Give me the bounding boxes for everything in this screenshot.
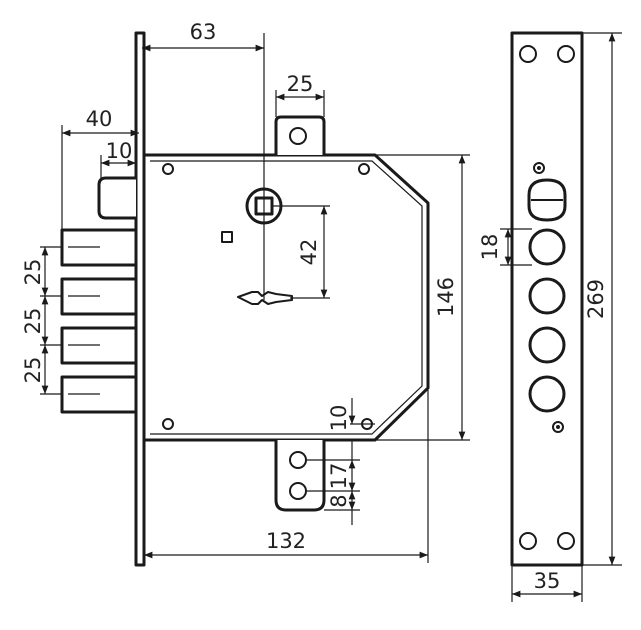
strike-hole-top-right [557, 45, 575, 63]
body-hole-top-left [162, 163, 174, 175]
bottom-lug-hole-lower [289, 482, 307, 500]
strike-hole-bottom-left [519, 532, 537, 550]
strike-hole-bottom-right [557, 532, 575, 550]
latch-bolt [97, 176, 136, 220]
dim-63: 63 [190, 20, 217, 44]
body-hole-bottom-left [162, 418, 174, 430]
dim-10-bottom: 10 [327, 405, 351, 432]
dim-18: 18 [478, 234, 502, 261]
dimension-lines [40, 32, 622, 602]
strike-bolt-hole-1 [528, 228, 566, 266]
dim-269: 269 [584, 279, 608, 319]
bottom-lug-hole-upper [289, 451, 307, 469]
dim-25-c: 25 [21, 357, 45, 384]
dim-17: 17 [327, 463, 351, 490]
body-hole-top-right [358, 163, 370, 175]
strike-hole-top-left [519, 45, 537, 63]
small-square-hole [221, 231, 233, 243]
dim-132: 132 [266, 529, 306, 553]
top-lug-hole [289, 127, 307, 145]
dim-146: 146 [434, 277, 458, 317]
dim-8: 8 [327, 494, 351, 507]
deadbolts [60, 228, 138, 414]
dim-25-top: 25 [287, 72, 314, 96]
dim-42: 42 [297, 239, 321, 266]
dim-25-b: 25 [21, 308, 45, 335]
dim-10-left: 10 [106, 139, 133, 163]
dim-25-a: 25 [21, 259, 45, 286]
strike-bolt-hole-2 [528, 277, 566, 315]
bottom-mounting-lug [274, 440, 326, 512]
strike-bolt-hole-4 [528, 375, 566, 413]
lock-body-inner-edge [150, 160, 423, 435]
dim-35: 35 [534, 569, 561, 593]
strike-bolt-hole-3 [528, 326, 566, 364]
dim-40: 40 [86, 107, 113, 131]
